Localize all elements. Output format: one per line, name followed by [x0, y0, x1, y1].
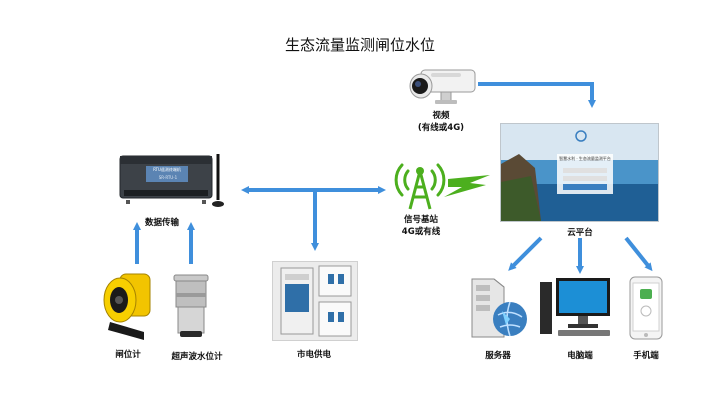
arrow-camera-to-cloud — [478, 82, 596, 108]
gate-meter-label: 闸位计 — [115, 350, 141, 360]
camera-label-line2: (有线或4G) — [417, 123, 465, 133]
phone-label: 手机端 — [633, 351, 659, 361]
cloud-login-title: 智慧水利 · 生态流量监测平台 — [559, 156, 611, 161]
power-label: 市电供电 — [296, 350, 331, 360]
station-label-line2: 4G或有线 — [401, 227, 441, 237]
desktop-pc-icon — [540, 278, 610, 336]
ultrasonic-meter-icon — [173, 274, 209, 337]
signal-tower-icon — [394, 163, 490, 210]
server-icon — [471, 278, 527, 338]
pc-label: 电脑端 — [567, 351, 593, 361]
rtu-device: RTU遥测终端机 SR-RTU-1 — [118, 150, 236, 210]
arrow-cloud-to-server — [508, 236, 543, 271]
server-label: 服务器 — [485, 351, 511, 361]
diagram-title: 生态流量监测闸位水位 — [284, 36, 435, 54]
cloud-platform-screen: 智慧水利 · 生态流量监测平台 — [500, 123, 659, 222]
ultrasonic-label: 超声波水位计 — [171, 352, 223, 362]
gate-meter-icon — [103, 273, 151, 340]
cloud-label: 云平台 — [567, 228, 593, 238]
rtu-model-text: SR-RTU-1 — [158, 175, 178, 180]
power-supply-image — [272, 261, 358, 341]
rtu-device-text: RTU遥测终端机 — [153, 167, 181, 172]
station-label-line1: 信号基站 — [403, 215, 438, 225]
camera-icon — [409, 69, 476, 104]
camera-label-line1: 视频 — [432, 111, 450, 121]
rtu-label: 数据传输 — [144, 218, 179, 228]
mobile-phone-icon — [629, 276, 663, 340]
arrow-cloud-to-phone — [624, 236, 653, 272]
